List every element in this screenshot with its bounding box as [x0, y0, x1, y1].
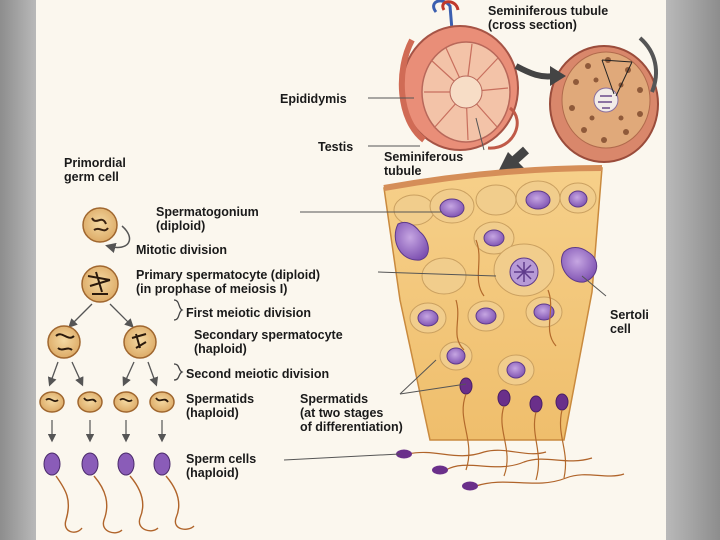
label-second-meiotic-division: Second meiotic division [186, 367, 330, 381]
label-spermatids-haploid: Spermatids (haploid) [186, 392, 255, 420]
label-seminiferous-tubule: Seminiferous tubule [384, 150, 464, 178]
label-secondary-spermatocyte: Secondary spermatocyte (haploid) [194, 328, 343, 356]
germ-cell-lineage [39, 207, 195, 534]
label-seminiferous-tubule-cross-section: Seminiferous tubule (cross section) [488, 4, 609, 32]
label-primordial-germ-cell: Primordial germ cell [64, 156, 126, 184]
label-primary-spermatocyte: Primary spermatocyte (diploid) (in proph… [136, 268, 321, 296]
label-sertoli-cell: Sertoli cell [610, 308, 649, 336]
released-sperm-cells [396, 449, 625, 491]
tubule-wall-enlarged [383, 165, 603, 481]
label-sperm-cells: Sperm cells (haploid) [186, 452, 257, 480]
label-testis: Testis [318, 140, 354, 154]
slide: Seminiferous tubule (cross section) Epid… [36, 0, 666, 540]
testis-illustration [398, 0, 519, 151]
label-spermatogonium: Spermatogonium (diploid) [156, 205, 259, 233]
label-first-meiotic-division: First meiotic division [186, 306, 312, 320]
label-epididymis: Epididymis [280, 92, 347, 106]
label-leader-lines [283, 97, 607, 461]
label-mitotic-division: Mitotic division [136, 243, 227, 257]
division-braces [173, 299, 184, 381]
spermatogenesis-illustration [39, 0, 659, 534]
label-spermatids-two-stages: Spermatids (at two stages of differentia… [300, 392, 403, 434]
tubule-cross-section-illustration [514, 36, 659, 163]
